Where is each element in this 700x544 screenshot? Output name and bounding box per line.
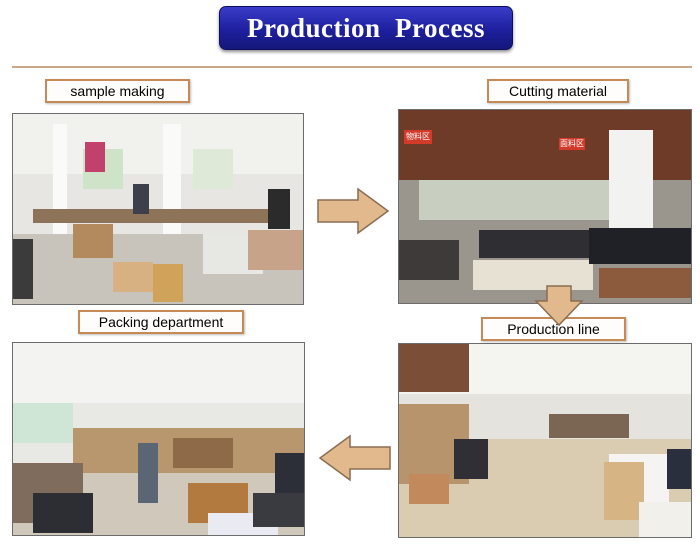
photo-packing-department (12, 342, 305, 536)
step-label-sample-making: sample making (45, 79, 190, 103)
sign-right: 面料区 (559, 138, 585, 150)
photo-production-line (398, 343, 692, 538)
page-title: Production Process (247, 12, 485, 43)
arrow-right-icon (317, 187, 390, 235)
step-label-cutting-material: Cutting material (487, 79, 629, 103)
sign-left: 物料区 (404, 130, 432, 144)
photo-sample-making (12, 113, 304, 305)
step-label-packing-department: Packing department (78, 310, 244, 334)
arrow-left-icon (318, 434, 391, 482)
photo-cutting-material: 物料区 面料区 (398, 109, 692, 304)
title-banner: Production Process (219, 6, 513, 50)
divider-line (12, 66, 692, 68)
arrow-down-icon (534, 285, 584, 327)
